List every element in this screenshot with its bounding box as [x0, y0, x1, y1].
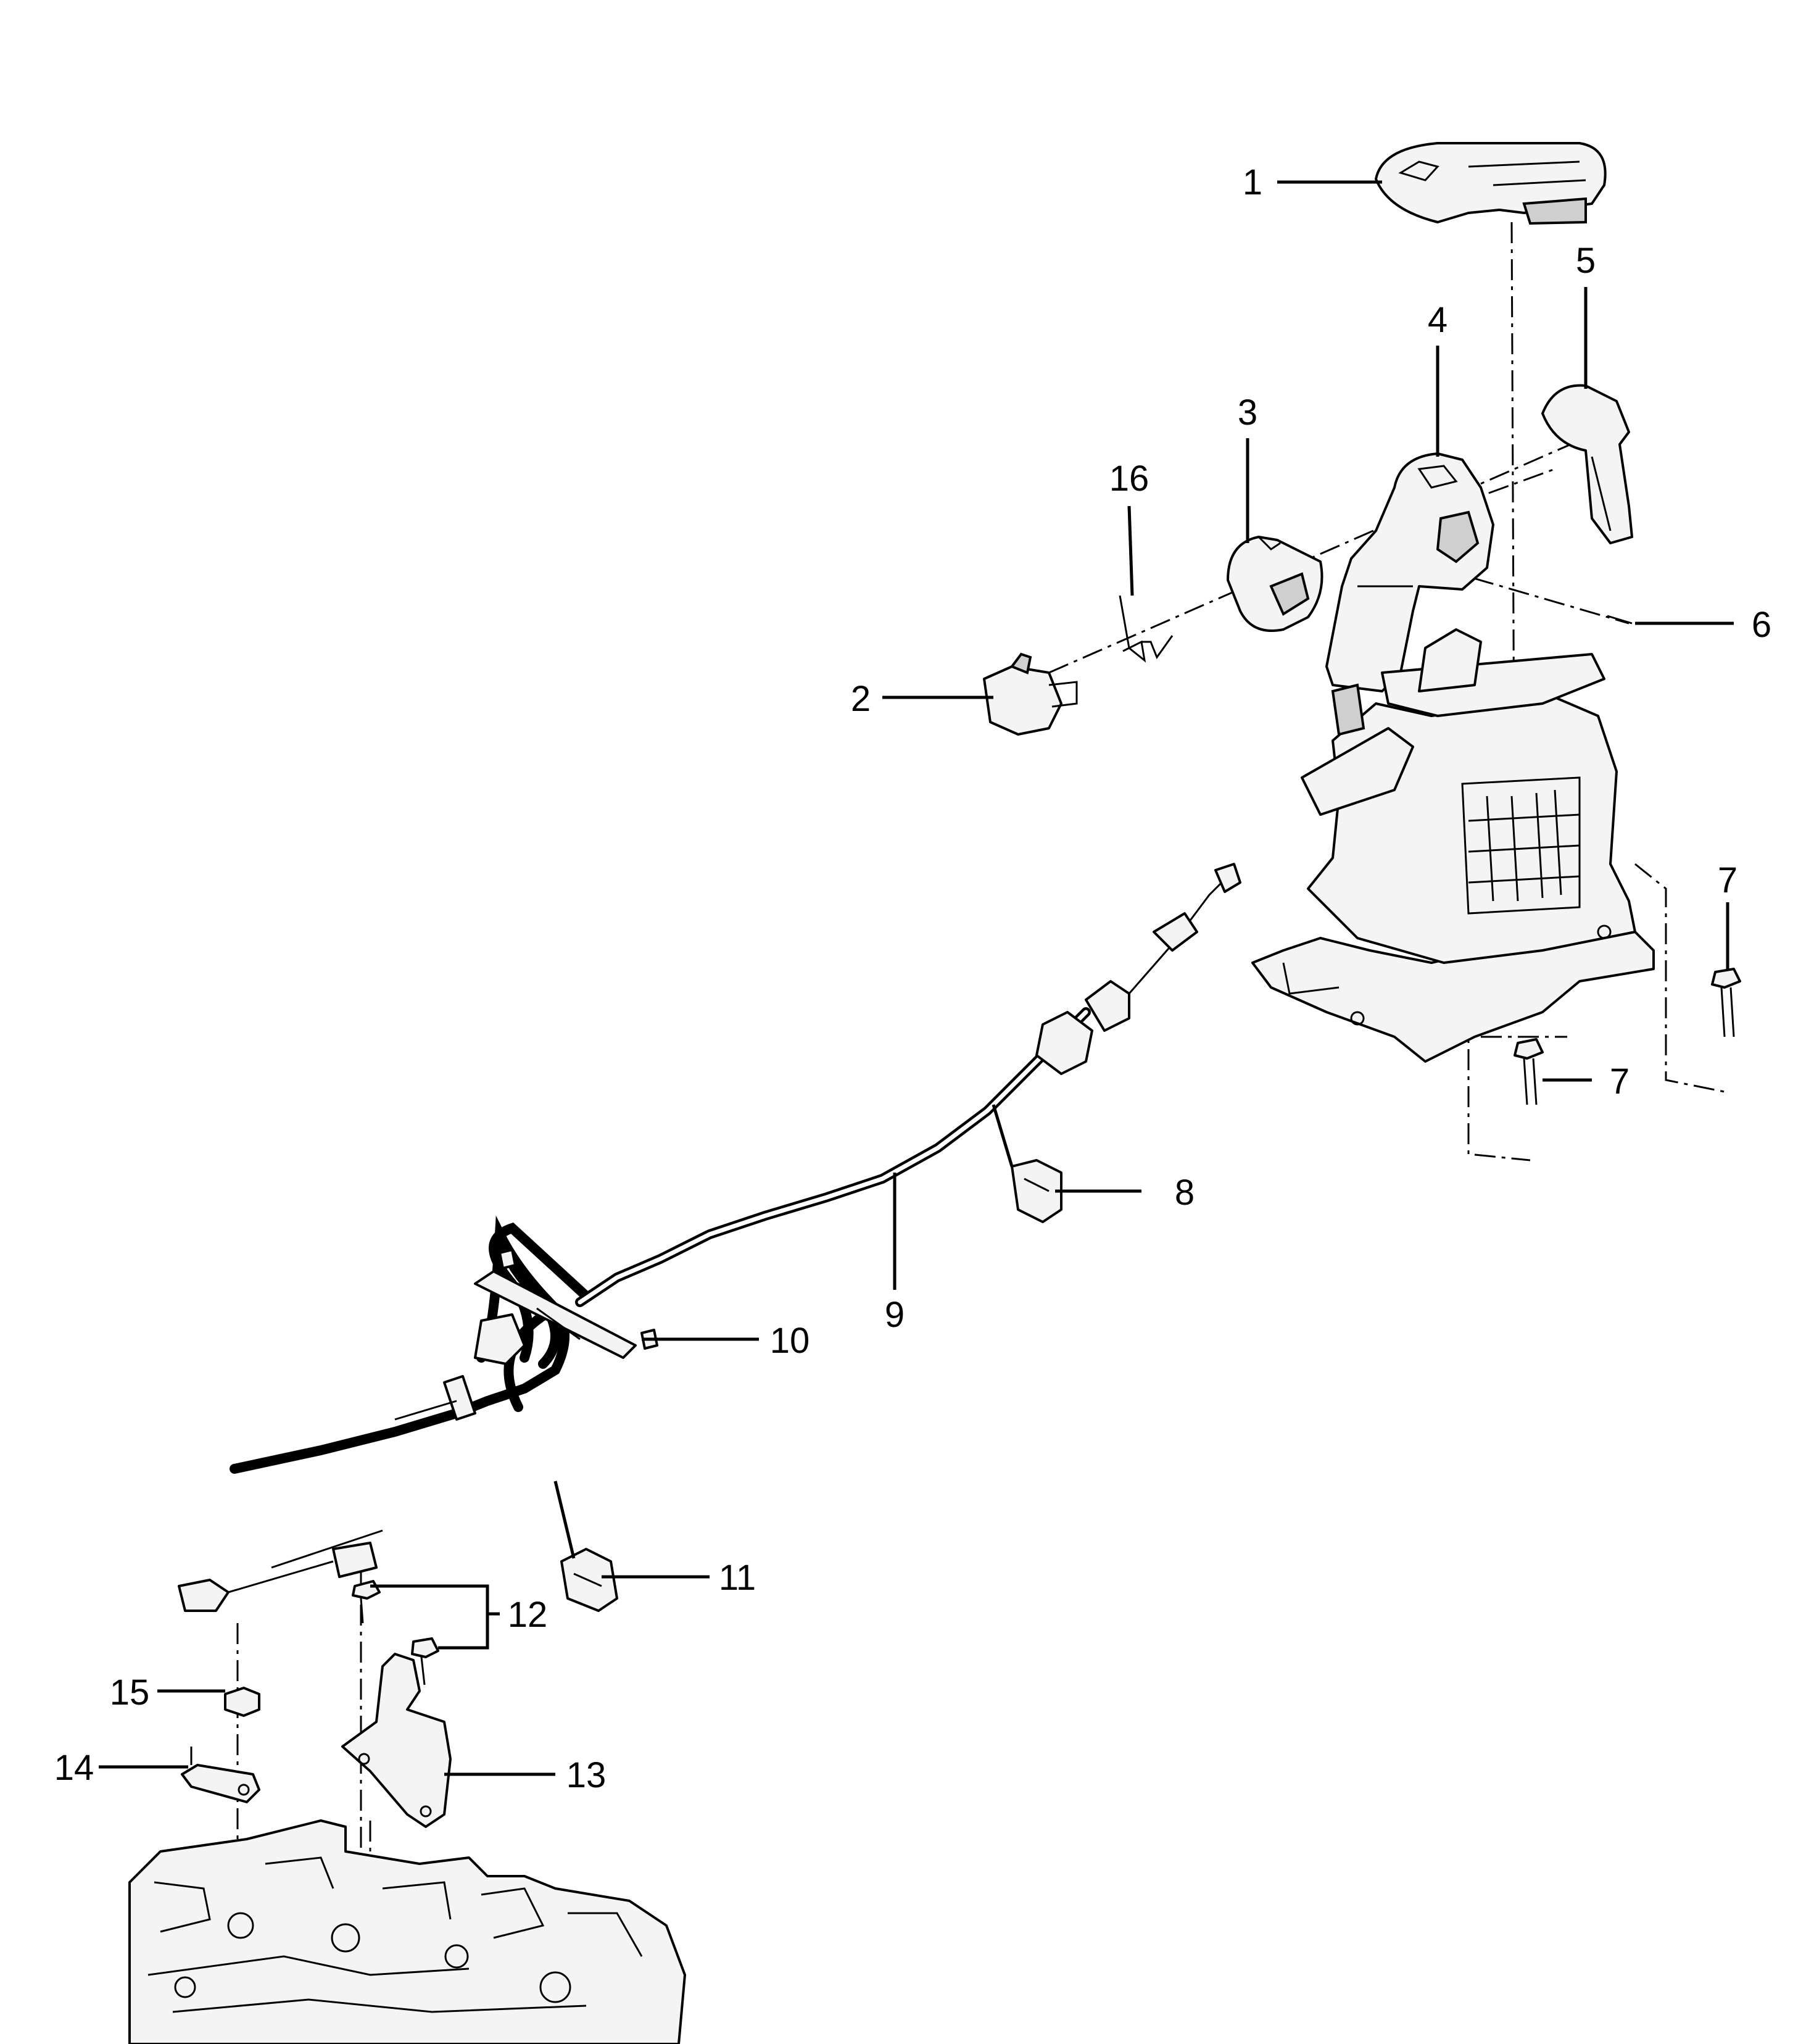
- part-9-shift-cable: [178, 863, 1241, 1612]
- part-6-pin: [1607, 615, 1633, 625]
- callout-1: 1: [1243, 162, 1262, 202]
- callout-7-right: 7: [1718, 860, 1737, 900]
- part-3-knob-insert: [1227, 536, 1323, 632]
- callout-4: 4: [1428, 300, 1447, 340]
- callout-7-center: 7: [1610, 1061, 1630, 1102]
- callout-2: 2: [851, 679, 871, 719]
- part-4-shift-knob: [1325, 452, 1494, 692]
- callout-5: 5: [1576, 241, 1596, 281]
- shifter-housing-assembly: [1251, 628, 1655, 1063]
- part-8-cable-clip: [1011, 1159, 1062, 1223]
- callout-10: 10: [770, 1321, 810, 1361]
- callout-11: 11: [719, 1558, 756, 1598]
- part-1-shift-gate-cover: [1375, 142, 1607, 225]
- leader-lines: [99, 180, 1734, 1776]
- callout-13: 13: [566, 1755, 607, 1795]
- part-2-release-button: [983, 652, 1078, 736]
- transmission-housing: [128, 1819, 686, 2044]
- callout-labels: 1 2 3 4 5 6 7 7 8 9 10 11 12 13 14 15 16: [54, 162, 1771, 1795]
- callout-6: 6: [1752, 605, 1771, 645]
- assembly-guide-lines: [236, 222, 1728, 1895]
- callout-15: 15: [110, 1672, 150, 1713]
- part-7-bolt-right: [1711, 968, 1741, 1037]
- callout-8: 8: [1175, 1173, 1195, 1213]
- part-13-cable-bracket: [341, 1653, 452, 1828]
- callout-16: 16: [1109, 459, 1149, 499]
- callout-3: 3: [1238, 393, 1257, 433]
- part-15-nut: [224, 1687, 260, 1717]
- part-11-cable-clip: [560, 1548, 618, 1612]
- part-7-bolt-center: [1514, 1038, 1544, 1105]
- part-16-spring: [1119, 595, 1174, 663]
- callout-14: 14: [54, 1748, 94, 1788]
- callout-12: 12: [508, 1595, 548, 1635]
- part-5-side-trim: [1541, 384, 1633, 544]
- part-14-shift-lever: [181, 1747, 260, 1803]
- callout-9: 9: [885, 1295, 905, 1335]
